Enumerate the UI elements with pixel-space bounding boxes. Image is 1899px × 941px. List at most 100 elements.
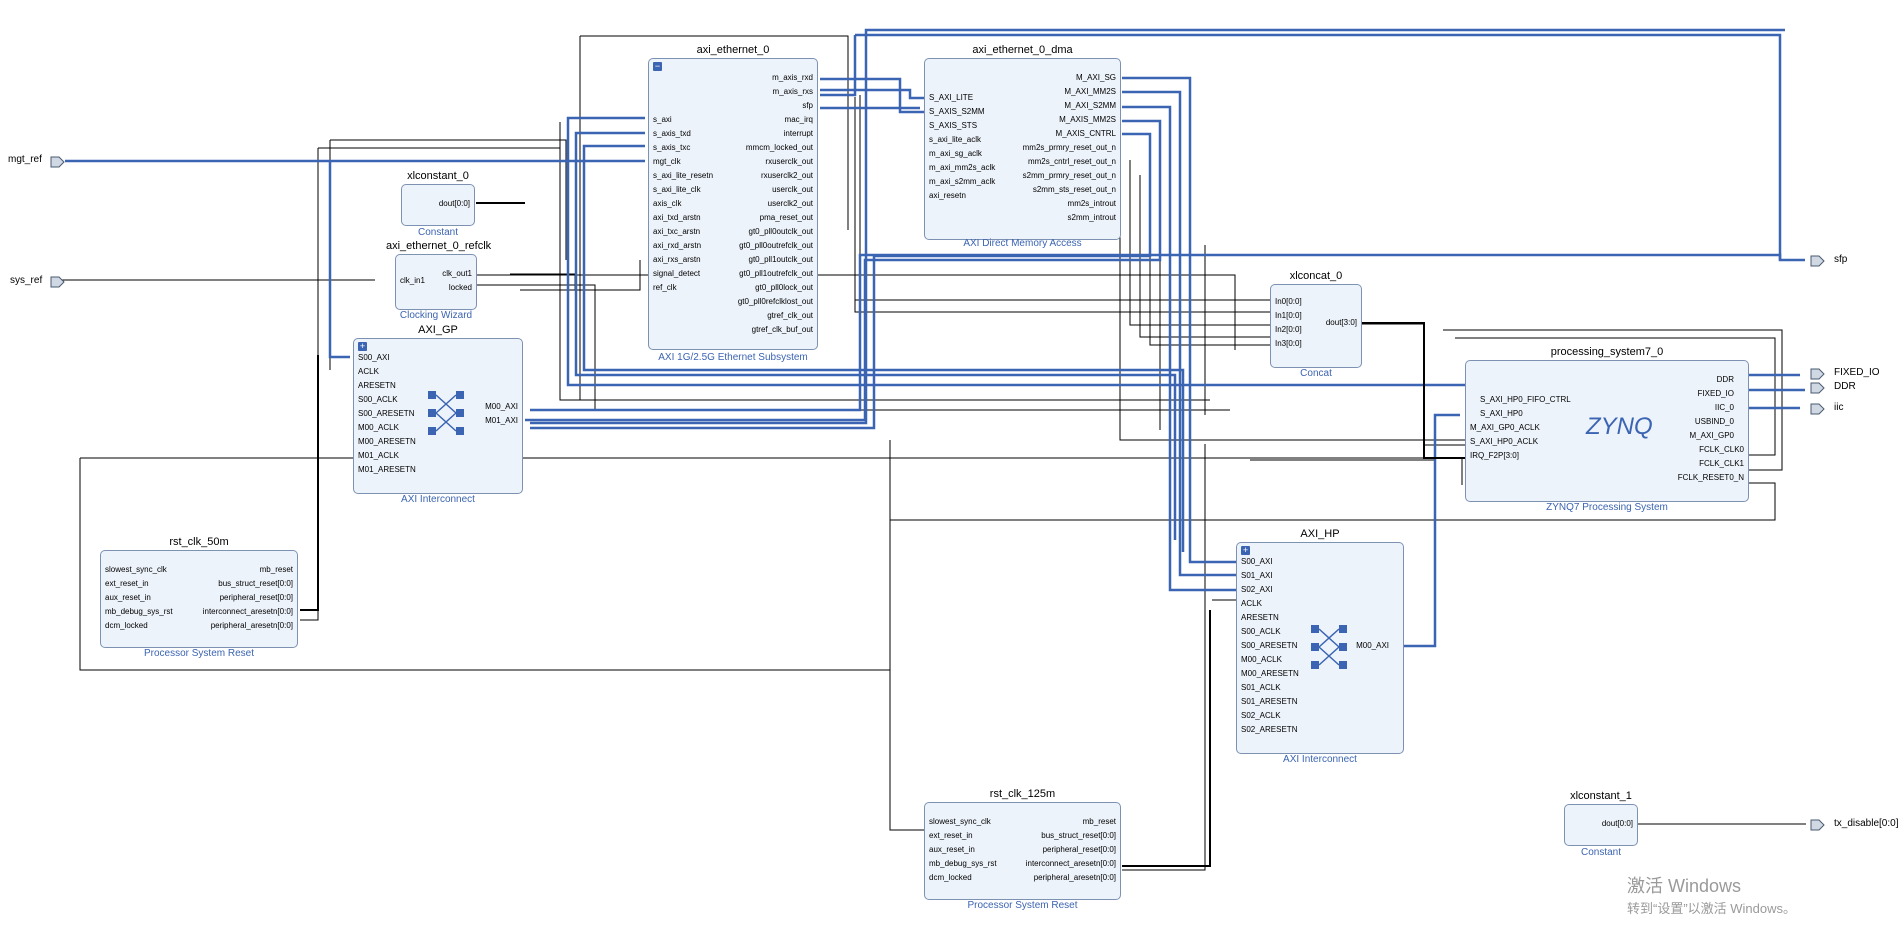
port[interactable]: M_AXIS_CNTRL [1055,129,1116,138]
block-rst-clk-50m[interactable]: rst_clk_50m slowest_sync_clk ext_reset_i… [100,536,298,662]
port[interactable]: m_axis_rxd [772,73,813,82]
port[interactable]: mm2s_prmry_reset_out_n [1022,143,1116,152]
port[interactable]: S01_ARESETN [1241,697,1298,706]
port[interactable]: gtref_clk_out [767,311,813,320]
port[interactable]: gt0_pll1outrefclk_out [739,269,813,278]
port[interactable]: dout[3:0] [1325,318,1357,327]
port[interactable]: s_axi_lite_aclk [929,135,982,144]
port[interactable]: s_axis_txd [653,129,691,138]
port[interactable]: axi_rxs_arstn [653,255,701,264]
port[interactable]: M_AXI_MM2S [1064,87,1116,96]
block-xlconcat-0[interactable]: xlconcat_0 In0[0:0] In1[0:0] In2[0:0] In… [1270,270,1362,380]
port[interactable]: USBIND_0 [1694,417,1734,426]
port[interactable]: aux_reset_in [105,593,151,602]
port[interactable]: m_axi_sg_aclk [929,149,982,158]
port[interactable]: slowest_sync_clk [105,565,167,574]
port[interactable]: S_AXIS_S2MM [929,107,985,116]
port[interactable]: clk_out1 [442,269,472,278]
port[interactable]: mb_reset [1082,817,1116,826]
port[interactable]: dout[0:0] [438,199,470,208]
port[interactable]: M_AXI_GP0 [1689,431,1734,440]
port[interactable]: M_AXI_SG [1075,73,1116,82]
port[interactable]: s_axi_lite_resetn [653,171,714,180]
port[interactable]: mmcm_locked_out [745,143,813,152]
expand-icon[interactable]: + [358,341,367,351]
port[interactable]: interconnect_aresetn[0:0] [1025,859,1116,868]
port[interactable]: DDR [1716,375,1734,384]
port[interactable]: M01_ACLK [358,451,399,460]
port-tx-disable[interactable]: tx_disable[0:0] [1834,818,1899,829]
port[interactable]: interconnect_aresetn[0:0] [202,607,293,616]
port[interactable]: In0[0:0] [1275,297,1302,306]
port[interactable]: S_AXIS_STS [929,121,978,130]
port[interactable]: S_AXI_HP0_ACLK [1470,437,1539,446]
port[interactable]: gt0_pll0lock_out [755,283,813,292]
port[interactable]: sfp [802,101,813,110]
port[interactable]: S02_ARESETN [1241,725,1298,734]
port[interactable]: ext_reset_in [929,831,973,840]
port[interactable]: M_AXIS_MM2S [1059,115,1116,124]
port[interactable]: s_axi [653,115,672,124]
port[interactable]: ACLK [358,367,379,376]
port[interactable]: M01_ARESETN [358,465,416,474]
port[interactable]: clk_in1 [400,276,425,285]
port[interactable]: locked [448,283,472,292]
port[interactable]: mm2s_introut [1067,199,1116,208]
port[interactable]: gt0_pll1outclk_out [748,255,814,264]
port[interactable]: ARESETN [358,381,396,390]
port[interactable]: gt0_pll0refclklost_out [737,297,813,306]
block-axi-ethernet-0-refclk[interactable]: axi_ethernet_0_refclk clk_in1 clk_out1 l… [386,240,491,321]
port[interactable]: ref_clk [653,283,677,292]
port[interactable]: m_axis_rxs [772,87,813,96]
port[interactable]: S00_ARESETN [1241,641,1298,650]
port[interactable]: bus_struct_reset[0:0] [218,579,293,588]
port[interactable]: M00_ARESETN [358,437,416,446]
port[interactable]: pma_reset_out [759,213,813,222]
port[interactable]: dout[0:0] [1601,819,1633,828]
port[interactable]: IRQ_F2P[3:0] [1470,451,1519,460]
port[interactable]: S00_ARESETN [358,409,415,418]
port-fixed-io[interactable]: FIXED_IO [1834,367,1880,378]
block-axi-ethernet-0[interactable]: axi_ethernet_0 − s_axi s_axis_txd s_axis… [648,44,818,366]
port[interactable]: S_AXI_LITE [929,93,974,102]
port-ddr[interactable]: DDR [1834,381,1856,392]
port[interactable]: M_AXI_S2MM [1064,101,1116,110]
port[interactable]: S02_AXI [1241,585,1273,594]
block-xlconstant-1[interactable]: xlconstant_1 dout[0:0] Constant [1564,790,1638,860]
port-iic[interactable]: iic [1834,402,1844,413]
port[interactable]: M00_ACLK [358,423,399,432]
port[interactable]: S01_AXI [1241,571,1273,580]
port[interactable]: S01_ACLK [1241,683,1281,692]
port[interactable]: s2mm_introut [1067,213,1116,222]
port[interactable]: M00_ACLK [1241,655,1282,664]
port[interactable]: mac_irq [784,115,813,124]
port[interactable]: S_AXI_HP0_FIFO_CTRL [1480,395,1571,404]
port[interactable]: mb_debug_sys_rst [105,607,173,616]
port[interactable]: M00_ARESETN [1241,669,1299,678]
port[interactable]: S00_AXI [358,353,390,362]
port[interactable]: axi_txc_arstn [653,227,701,236]
port[interactable]: M01_AXI [485,416,518,425]
block-rst-clk-125m[interactable]: rst_clk_125m slowest_sync_clk ext_reset_… [924,788,1121,914]
port[interactable]: In3[0:0] [1275,339,1302,348]
port-sfp[interactable]: sfp [1834,254,1848,265]
port[interactable]: userclk_out [772,185,813,194]
port[interactable]: S02_ACLK [1241,711,1281,720]
port[interactable]: aux_reset_in [929,845,975,854]
port[interactable]: S00_AXI [1241,557,1273,566]
block-axi-gp[interactable]: AXI_GP + S00_AXI ACLK ARESETN S00_ACLK S… [353,324,523,505]
port[interactable]: FCLK_RESET0_N [1677,473,1744,482]
port[interactable]: slowest_sync_clk [929,817,991,826]
port[interactable]: rxuserclk_out [765,157,813,166]
port[interactable]: m_axi_s2mm_aclk [929,177,996,186]
block-processing-system7-0[interactable]: processing_system7_0 S_AXI_HP0_FIFO_CTRL… [1465,346,1749,516]
port[interactable]: s_axi_lite_clk [653,185,701,194]
port[interactable]: peripheral_reset[0:0] [1042,845,1116,854]
port[interactable]: signal_detect [653,269,701,278]
port[interactable]: FCLK_CLK1 [1699,459,1744,468]
port[interactable]: userclk2_out [767,199,813,208]
port[interactable]: peripheral_reset[0:0] [219,593,293,602]
block-axi-ethernet-0-dma[interactable]: axi_ethernet_0_dma S_AXI_LITE S_AXIS_S2M… [924,44,1121,250]
port[interactable]: dcm_locked [929,873,972,882]
port[interactable]: M_AXI_GP0_ACLK [1470,423,1540,432]
